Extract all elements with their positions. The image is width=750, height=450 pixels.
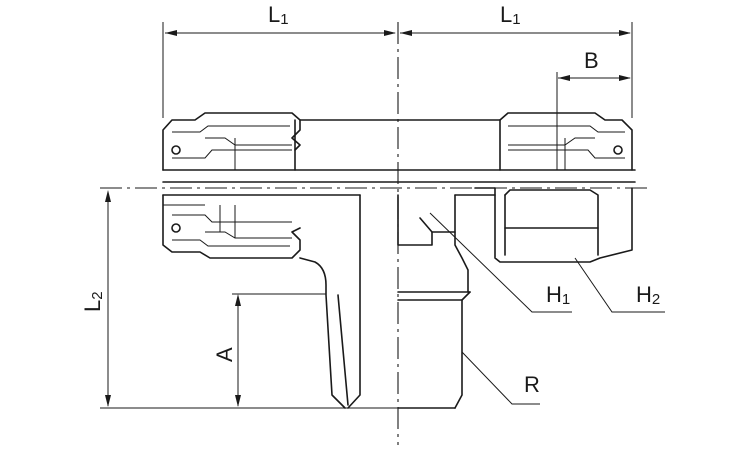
- leader-lines: [429, 212, 665, 405]
- label-h2: H2: [636, 282, 660, 308]
- label-r: R: [524, 372, 540, 397]
- label-l2: L2: [80, 291, 106, 312]
- label-h1: H1: [546, 282, 570, 308]
- center-lines: [100, 22, 650, 445]
- dimension-lines: [100, 22, 633, 409]
- label-b: B: [584, 48, 599, 73]
- label-l1-left: L1: [268, 2, 289, 28]
- label-l1-right: L1: [500, 2, 521, 28]
- label-a: A: [212, 347, 237, 362]
- body-outline: [162, 112, 636, 409]
